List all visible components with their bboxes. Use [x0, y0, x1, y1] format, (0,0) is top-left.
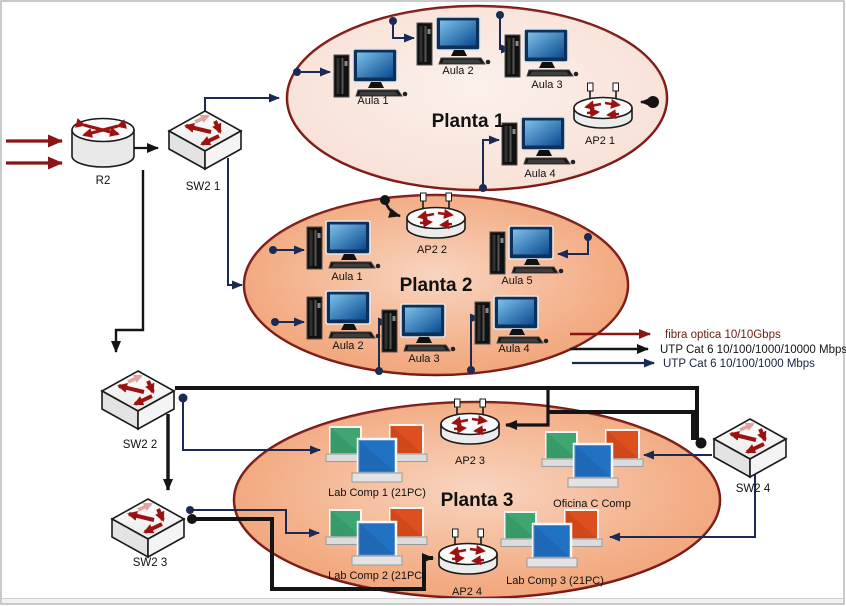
link-r2-sw22: [111, 170, 145, 353]
link-p1-aula2: [392, 21, 415, 43]
connections: [6, 15, 756, 591]
pc-planta2-aula3-icon: [381, 303, 457, 353]
label-p1-aula1: Aula 1: [357, 95, 388, 107]
bottom-frame-band: [2, 599, 843, 603]
pc-planta2-aula1-icon: [306, 220, 382, 270]
label-p1-aula4: Aula 4: [524, 168, 555, 180]
label-ap2-4: AP2 4: [452, 586, 482, 598]
label-p2-aula1: Aula 1: [331, 271, 362, 283]
label-oficina: Oficina C Comp: [553, 498, 631, 510]
legend-label-fiber: fibra optica 10/10Gbps: [665, 329, 781, 341]
pc-planta2-aula4-icon: [474, 295, 550, 345]
link-p2-aula5: [557, 237, 589, 259]
label-labcomp3: Lab Comp 3 (21PC): [506, 575, 604, 587]
pc-planta2-aula5-icon: [489, 225, 565, 275]
legend-label-utp1000: UTP Cat 6 10/100/1000 Mbps: [663, 358, 815, 370]
link-sw21-planta1: [204, 93, 280, 113]
link-sw23-labcomp2: [190, 509, 320, 538]
label-sw2-2: SW2 2: [123, 439, 158, 451]
label-sw2-3: SW2 3: [133, 557, 168, 569]
link-sw24-labcomp3: [609, 466, 756, 542]
label-ap2-3: AP2 3: [455, 455, 485, 467]
link-sw22-sw24-b: [548, 410, 695, 440]
label-labcomp2: Lab Comp 2 (21PC): [328, 570, 426, 582]
junction-dots: [178, 11, 707, 524]
link-sw23-ap24: [192, 517, 434, 591]
legend: fibra optica 10/10Gbps UTP Cat 6 10/100/…: [570, 329, 846, 370]
label-ap2-2: AP2 2: [417, 244, 447, 256]
label-p2-aula4: Aula 4: [498, 343, 529, 355]
link-trunk-ap23: [505, 388, 550, 430]
title-planta-2: Planta 2: [400, 275, 473, 296]
link-sw21-planta2: [227, 158, 243, 290]
pc-planta1-aula1-icon: [333, 48, 409, 98]
title-planta-3: Planta 3: [441, 490, 514, 511]
link-sw22-labcomp1: [182, 398, 321, 455]
title-planta-1: Planta 1: [432, 111, 505, 132]
label-p2-aula2: Aula 2: [332, 340, 363, 352]
label-p2-aula5: Aula 5: [501, 275, 532, 287]
pc-planta1-aula3-icon: [504, 28, 580, 78]
label-sw2-4: SW2 4: [736, 483, 771, 495]
pc-planta1-aula4-icon: [501, 116, 577, 166]
label-r2: R2: [96, 175, 111, 187]
label-p1-aula2: Aula 2: [442, 65, 473, 77]
pc-planta2-aula2-icon: [306, 290, 382, 340]
link-sw22-sw24-a: [175, 386, 699, 440]
label-sw2-1: SW2 1: [186, 181, 221, 193]
label-ap2-1: AP2 1: [585, 135, 615, 147]
legend-label-utp10000: UTP Cat 6 10/100/1000/10000 Mbps: [660, 344, 846, 356]
label-p2-aula3: Aula 3: [408, 353, 439, 365]
label-p1-aula3: Aula 3: [531, 79, 562, 91]
link-p1-aula4: [482, 135, 500, 188]
pc-planta1-aula2-icon: [416, 16, 492, 66]
labels: R2 SW2 1 SW2 2 SW2 3 SW2 4 Planta 1 Aula…: [96, 65, 771, 598]
router-r2-icon: [72, 119, 134, 168]
label-labcomp1: Lab Comp 1 (21PC): [328, 487, 426, 499]
